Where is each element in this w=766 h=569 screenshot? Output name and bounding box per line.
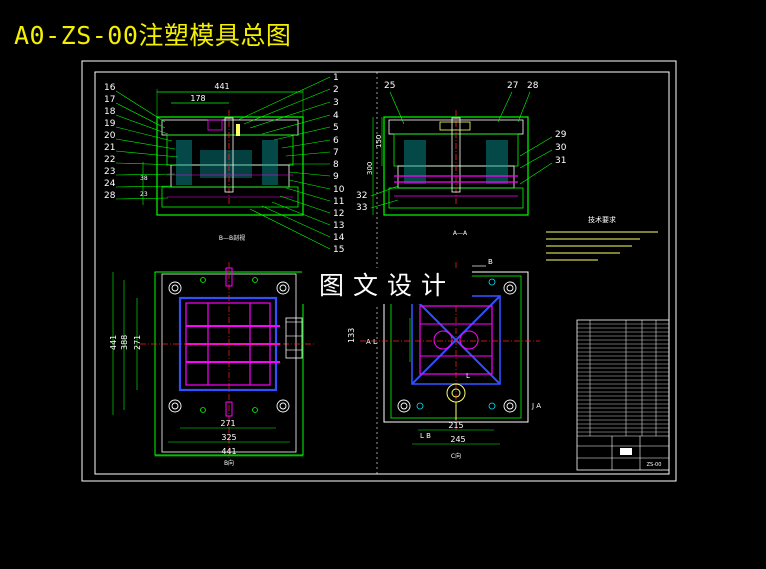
label-section-bb: B—B剖视	[219, 234, 245, 242]
watermark-text: 图文设计	[302, 268, 472, 304]
label-section-aa: A—A	[453, 230, 468, 237]
view-b: 441 388 271 271 325 441 B向	[109, 262, 316, 467]
dim-aa-300: 300	[366, 162, 374, 175]
part-number: 4	[333, 111, 339, 121]
dim-c-133: 133	[347, 328, 356, 343]
marker-l: L	[466, 372, 470, 380]
part-number: 25	[384, 81, 395, 91]
part-number: 33	[356, 203, 367, 213]
marker-ja: J A	[531, 402, 541, 410]
part-number: 22	[104, 155, 115, 165]
outer-frame	[81, 60, 677, 482]
inner-frame	[94, 71, 670, 475]
dim-aa-150: 150	[375, 135, 383, 148]
title-block: ZS-00	[576, 319, 670, 471]
part-number: 13	[333, 221, 344, 231]
view-c: 133 215 245 C向 A L J A L B B L	[347, 258, 541, 460]
part-number: 16	[104, 83, 116, 93]
label-view-b: B向	[224, 459, 234, 467]
part-number: 28	[527, 81, 539, 91]
part-number: 7	[333, 148, 339, 158]
part-number: 21	[104, 143, 115, 153]
part-number: 31	[555, 156, 566, 166]
part-numbers-right: 1 2 3 4 5 6 7 8 9 10 11 12 13 14 15	[333, 73, 345, 255]
part-number: 18	[104, 107, 116, 117]
part-number: 17	[104, 95, 115, 105]
part-numbers-aa: 25 27 28 29 30 31 32 33	[356, 81, 567, 213]
part-number: 14	[333, 233, 345, 243]
part-numbers-left: 16 17 18 19 20 21 22 23 24 28	[104, 83, 116, 201]
part-number: 19	[104, 119, 116, 129]
dim-bb-width: 441	[214, 82, 229, 91]
dim-c-215: 215	[448, 421, 463, 430]
marker-al: A L	[366, 338, 377, 346]
part-number: 10	[333, 185, 345, 195]
leaders-aa	[370, 91, 553, 209]
marker-lb: L B	[420, 432, 431, 440]
technical-notes: 技术要求	[546, 215, 658, 261]
label-view-c: C向	[451, 452, 461, 460]
part-number: 29	[555, 130, 567, 140]
part-number: 5	[333, 123, 339, 133]
section-aa-view: 300 150 A—A	[366, 110, 529, 237]
drawing-title: A0-ZS-00注塑模具总图	[14, 21, 292, 50]
part-number: 9	[333, 172, 339, 182]
part-number: 28	[104, 191, 116, 201]
part-number: 6	[333, 136, 339, 146]
part-number: 11	[333, 197, 344, 207]
dim-b-441: 441	[221, 447, 236, 456]
part-number: 15	[333, 245, 344, 255]
leaders-bb-right	[237, 76, 331, 250]
part-number: 23	[104, 167, 115, 177]
part-number: 30	[555, 143, 567, 153]
part-number: 32	[356, 191, 367, 201]
dim-c-245: 245	[450, 435, 465, 444]
part-number: 8	[333, 160, 339, 170]
leaders-bb-left	[115, 90, 179, 200]
part-number: 3	[333, 98, 339, 108]
dim-b-v388: 388	[120, 335, 129, 350]
dim-b-271: 271	[220, 419, 235, 428]
drawing-number: ZS-00	[647, 462, 662, 468]
part-number: 2	[333, 85, 339, 95]
dim-b-v271: 271	[133, 335, 142, 350]
part-number: 12	[333, 209, 344, 219]
marker-b: B	[488, 258, 493, 266]
dim-bb-h1: 38	[140, 175, 148, 182]
dim-b-325: 325	[221, 433, 236, 442]
part-number: 20	[104, 131, 116, 141]
part-number: 1	[333, 73, 339, 83]
dim-bb-h2: 23	[140, 191, 148, 198]
part-number: 27	[507, 81, 518, 91]
notes-title: 技术要求	[588, 215, 616, 224]
section-bb-view: 441 178 38 23 B—B剖视	[140, 82, 304, 242]
part-number: 24	[104, 179, 116, 189]
dim-b-v441: 441	[109, 335, 118, 350]
dim-bb-inner: 178	[190, 94, 205, 103]
